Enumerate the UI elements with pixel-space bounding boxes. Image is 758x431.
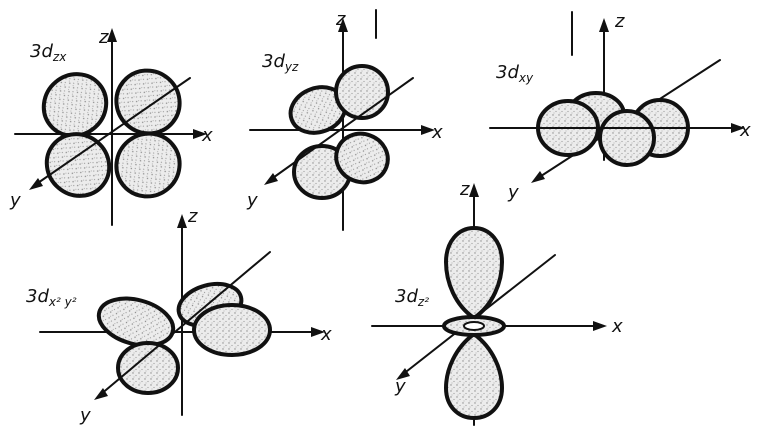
- orbital-label: 3dx² y²: [26, 286, 77, 309]
- orbital-name: 3d: [30, 41, 53, 62]
- orbital-label: 3dz²: [395, 286, 429, 309]
- y-axis: [34, 77, 191, 186]
- orbital-sub: xy: [518, 71, 534, 85]
- lobe: [41, 72, 109, 138]
- y-label: y: [79, 405, 91, 426]
- orbital-3dx2y2: z x y 3dx² y²: [26, 206, 332, 426]
- y-arrow-icon: [531, 171, 545, 183]
- lobe-group-yz: [288, 64, 390, 200]
- z-arrow-icon: [469, 183, 479, 197]
- lobe-group-x2y2: [96, 281, 272, 395]
- x-label: x: [201, 125, 213, 146]
- z-label: z: [98, 27, 109, 48]
- orbital-name: 3d: [496, 62, 519, 83]
- x-label: x: [431, 122, 443, 143]
- orbital-label: 3dzx: [30, 41, 67, 64]
- lobe: [116, 341, 180, 395]
- orbital-name: 3d: [395, 286, 418, 307]
- y-axis: [269, 77, 414, 181]
- x-arrow-icon: [421, 125, 435, 135]
- x-label: x: [611, 316, 623, 337]
- torus-inner: [463, 321, 485, 331]
- lobe: [96, 296, 176, 348]
- orbital-label: 3dyz: [262, 51, 299, 74]
- y-arrow-icon: [94, 388, 108, 400]
- orbital-sub: yz: [284, 60, 299, 74]
- orbital-sub: x² y²: [48, 295, 77, 309]
- x-arrow-icon: [193, 129, 207, 139]
- orbital-name: 3d: [26, 286, 49, 307]
- orbital-3dz2: z x y 3dz²: [371, 179, 623, 426]
- lobe-lower: [443, 331, 505, 421]
- x-label: x: [739, 120, 751, 141]
- orbital-3dzx: z x y 3dzx: [9, 27, 213, 226]
- x-label: x: [320, 324, 332, 345]
- y-label: y: [9, 190, 21, 211]
- orbital-sub: z²: [417, 295, 429, 309]
- y-label: y: [507, 182, 519, 203]
- z-arrow-icon: [107, 28, 117, 42]
- lobe: [192, 303, 272, 357]
- z-label: z: [335, 9, 346, 30]
- y-axis: [99, 251, 271, 396]
- lobe: [334, 131, 390, 185]
- x-arrow-icon: [593, 321, 607, 331]
- lobe: [114, 131, 182, 199]
- z-arrow-icon: [338, 18, 348, 32]
- y-arrow-icon: [396, 368, 410, 380]
- orbital-3dxy: z x y 3dxy: [489, 11, 751, 203]
- z-arrow-icon: [599, 18, 609, 32]
- z-label: z: [614, 11, 625, 32]
- x-arrow-icon: [731, 123, 745, 133]
- z-label: z: [187, 206, 198, 227]
- x-arrow-icon: [311, 327, 325, 337]
- orbital-3dyz: z x y 3dyz: [246, 9, 443, 231]
- y-arrow-icon: [29, 178, 43, 190]
- y-label: y: [394, 376, 406, 397]
- z-label: z: [459, 179, 470, 200]
- lobe-group-z2: [442, 225, 506, 421]
- y-label: y: [246, 190, 258, 211]
- orbital-label: 3dxy: [496, 62, 534, 85]
- z-arrow-icon: [177, 214, 187, 228]
- lobe-upper: [443, 225, 505, 321]
- lobe: [334, 64, 390, 120]
- lobe: [598, 109, 656, 167]
- orbital-sub: zx: [52, 50, 67, 64]
- orbital-name: 3d: [262, 51, 285, 72]
- y-arrow-icon: [264, 173, 278, 185]
